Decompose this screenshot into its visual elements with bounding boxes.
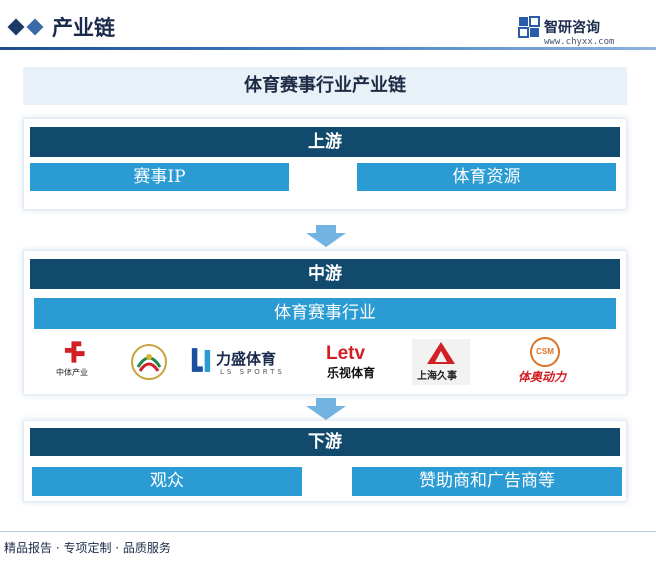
shanghai-jiushi-icon [427, 342, 455, 364]
header-divider [0, 47, 656, 50]
emblem-icon [131, 344, 167, 380]
footer-divider [0, 531, 656, 532]
footer-slogan: 精品报告 · 专项定制 · 品质服务 [4, 541, 171, 555]
csm-badge-text: CSM [536, 347, 554, 356]
logo-label: 中体产业 [56, 368, 88, 377]
logo-lisheng-sports: 力盛体育 LS SPORTS [190, 346, 294, 380]
header: 产业链 智研咨询 www.chyxx.com [0, 0, 656, 50]
logo-shanghai-jiushi: 上海久事 [412, 339, 470, 385]
down-arrow-icon [306, 225, 346, 247]
upstream-stage-bar: 上游 [30, 127, 620, 157]
upstream-panel: 上游 赛事IP 体育资源 [23, 118, 627, 210]
midstream-panel: 中游 体育赛事行业 中体产业 力盛体育 LS SPORTS Letv 乐视体育 [23, 250, 627, 395]
brand-name: 智研咨询 [544, 20, 600, 36]
diagram-title: 体育赛事行业产业链 [23, 67, 627, 105]
downstream-panel: 下游 观众 赞助商和广告商等 [23, 420, 627, 502]
logo-label: 上海久事 [417, 371, 457, 382]
diamond-icon [26, 18, 44, 36]
logo-label: 力盛体育 [216, 350, 277, 368]
brand: 智研咨询 www.chyxx.com [518, 12, 648, 48]
midstream-stage-bar: 中游 [30, 259, 620, 289]
brand-url: www.chyxx.com [544, 37, 615, 47]
logo-sublabel: LS SPORTS [220, 368, 285, 376]
down-arrow-icon [306, 398, 346, 420]
lisheng-sports-icon [191, 348, 211, 372]
china-sports-industry-icon [64, 341, 85, 363]
logo-sublabel: 乐视体育 [327, 366, 376, 380]
logo-csm: CSM 体奥动力 [516, 337, 580, 384]
downstream-stage-bar: 下游 [30, 428, 620, 456]
downstream-item-sponsors: 赞助商和广告商等 [352, 467, 622, 496]
logo-china-sports-industry: 中体产业 [56, 339, 100, 383]
downstream-item-audience: 观众 [32, 467, 302, 496]
midstream-industry-box: 体育赛事行业 [34, 298, 616, 329]
logo-label: 体奥动力 [518, 370, 567, 384]
page-title: 产业链 [52, 16, 115, 40]
logo-label: Letv [326, 343, 366, 364]
brand-logo-icon [518, 16, 540, 38]
csm-badge-icon: CSM [530, 337, 560, 367]
logo-letv-sports: Letv 乐视体育 [326, 343, 386, 383]
upstream-item-event-ip: 赛事IP [30, 163, 289, 191]
logo-emblem [130, 343, 168, 381]
diamond-icon [7, 18, 25, 36]
upstream-item-sports-resources: 体育资源 [357, 163, 616, 191]
